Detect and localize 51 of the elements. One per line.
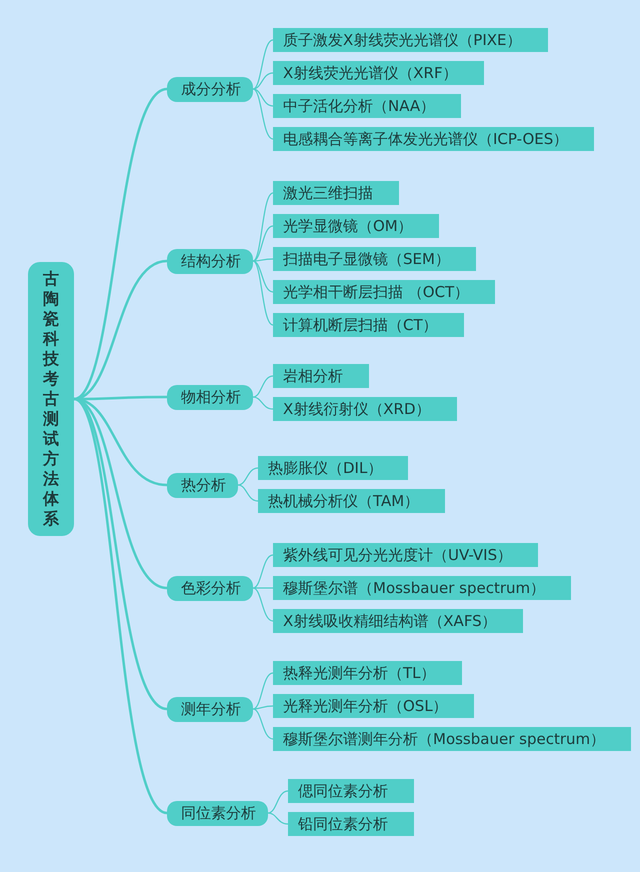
connector-line [252, 260, 274, 293]
method-box: 热机械分析仪（TAM） [258, 489, 446, 513]
category-box: 同位素分析 [167, 800, 268, 826]
method-box: 光学显微镜（OM） [273, 214, 439, 238]
connector-line [252, 88, 274, 140]
method-box: 紫外线可见分光光度计（UV-VIS） [273, 543, 538, 567]
connector-line [252, 708, 274, 740]
category-box: 色彩分析 [167, 576, 253, 600]
connector-line [252, 260, 274, 326]
method-box: 光释光测年分析（OSL） [273, 694, 474, 718]
method-box: 扫描电子显微镜（SEM） [273, 247, 476, 271]
connector-line [252, 88, 274, 107]
connector-line [252, 225, 274, 262]
method-box: X射线荧光光谱仪（XRF） [273, 61, 484, 85]
connector-line [252, 39, 274, 90]
method-box: 偲同位素分析 [288, 779, 414, 803]
connector-line [268, 790, 288, 814]
category-box: 热分析 [167, 472, 238, 498]
method-box: 热膨胀仪（DIL） [258, 456, 408, 480]
root-box: 古陶瓷科技考古测试方法体系 [28, 262, 74, 536]
connector-line [252, 192, 274, 262]
category-box: 成分分析 [167, 76, 253, 102]
category-box: 结构分析 [167, 248, 253, 274]
method-box: 岩相分析 [273, 364, 369, 388]
connector-line [252, 705, 274, 710]
branch-line [73, 398, 168, 814]
method-box: 穆斯堡尔谱（Mossbauer spectrum） [273, 576, 572, 600]
connector-line [253, 587, 273, 589]
connector-line [252, 672, 274, 710]
connector-line [252, 587, 274, 622]
method-box: 穆斯堡尔谱测年分析（Mossbauer spectrum） [273, 727, 632, 751]
method-box: X射线衍射仪（XRD） [273, 397, 457, 421]
connector-line [252, 396, 274, 410]
connector-line [238, 484, 258, 502]
method-box: 电感耦合等离子体发光光谱仪（ICP-OES） [273, 127, 594, 151]
category-box: 测年分析 [167, 696, 253, 722]
method-box: X射线吸收精细结构谱（XAFS） [273, 609, 523, 633]
method-box: 质子激发X射线荧光光谱仪（PIXE） [273, 28, 548, 52]
connector-line [252, 554, 274, 589]
method-box: 光学相干断层扫描 （OCT） [273, 280, 496, 304]
connector-line [238, 467, 258, 486]
method-box: 激光三维扫描 [273, 181, 399, 205]
connector-line [252, 72, 274, 90]
method-box: 热释光测年分析（TL） [273, 661, 462, 685]
method-box: 铅同位素分析 [288, 812, 414, 836]
category-box: 物相分析 [167, 384, 253, 410]
connector-line [252, 258, 273, 262]
method-box: 中子活化分析（NAA） [273, 94, 462, 118]
connector-line [252, 375, 274, 398]
connector-line [268, 812, 288, 825]
method-box: 计算机断层扫描（CT） [273, 313, 464, 337]
